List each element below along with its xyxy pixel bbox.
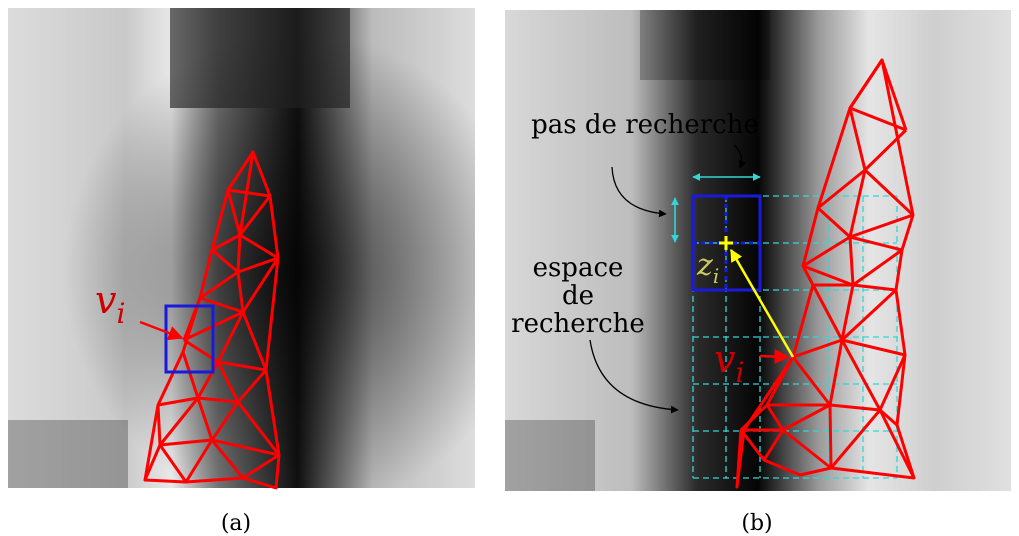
panel-b-step-label-arrow-2 [611,166,667,218]
panel-a-vertex-v: v [95,278,117,322]
panel-a-mesh [143,150,281,490]
panel-b-bottom-dark [505,420,595,491]
panel-a-vertex-sub: i [116,297,125,330]
panel-a-vertex-arrow [139,320,184,341]
panel-a-top-dark [170,8,350,108]
panel-b-target-sub: i [713,264,719,288]
panel-b-space-label: espace de recherche [511,253,645,339]
panel-a: vi (a) [8,8,475,536]
panel-b-target-cross [719,236,733,250]
panel-b-top-dark [640,10,770,80]
panel-b-space-line-2: de [562,281,594,311]
panel-b-displacement-arrow [729,248,795,358]
panel-b: zi pas de recherche espace de recherche … [505,10,1011,536]
panel-b-vertex-v: v [714,337,736,381]
panel-b-target-label: zi [696,248,719,288]
panel-b-caption: (b) [741,511,772,536]
panel-b-search-window [691,194,762,292]
panel-b-vertex-sub: i [735,356,744,389]
panel-a-search-window [164,304,215,374]
panel-b-space-line-1: espace [533,253,624,283]
panel-b-step-label: pas de recherche [531,110,759,140]
panel-b-space-label-arrow [589,339,679,414]
panel-b-space-line-3: recherche [511,309,645,339]
panel-a-bottom-dark [8,420,128,488]
panel-b-vertex-label: vi [714,337,744,389]
panel-b-mesh [735,58,916,489]
panel-b-vertex-arrow [759,349,790,365]
panel-b-target-z: z [696,248,713,283]
panel-a-vertex-label: vi [95,278,125,330]
panel-b-image [505,10,1011,491]
panel-b-step-label-arrow-1 [733,144,747,169]
panel-a-caption: (a) [221,511,251,536]
